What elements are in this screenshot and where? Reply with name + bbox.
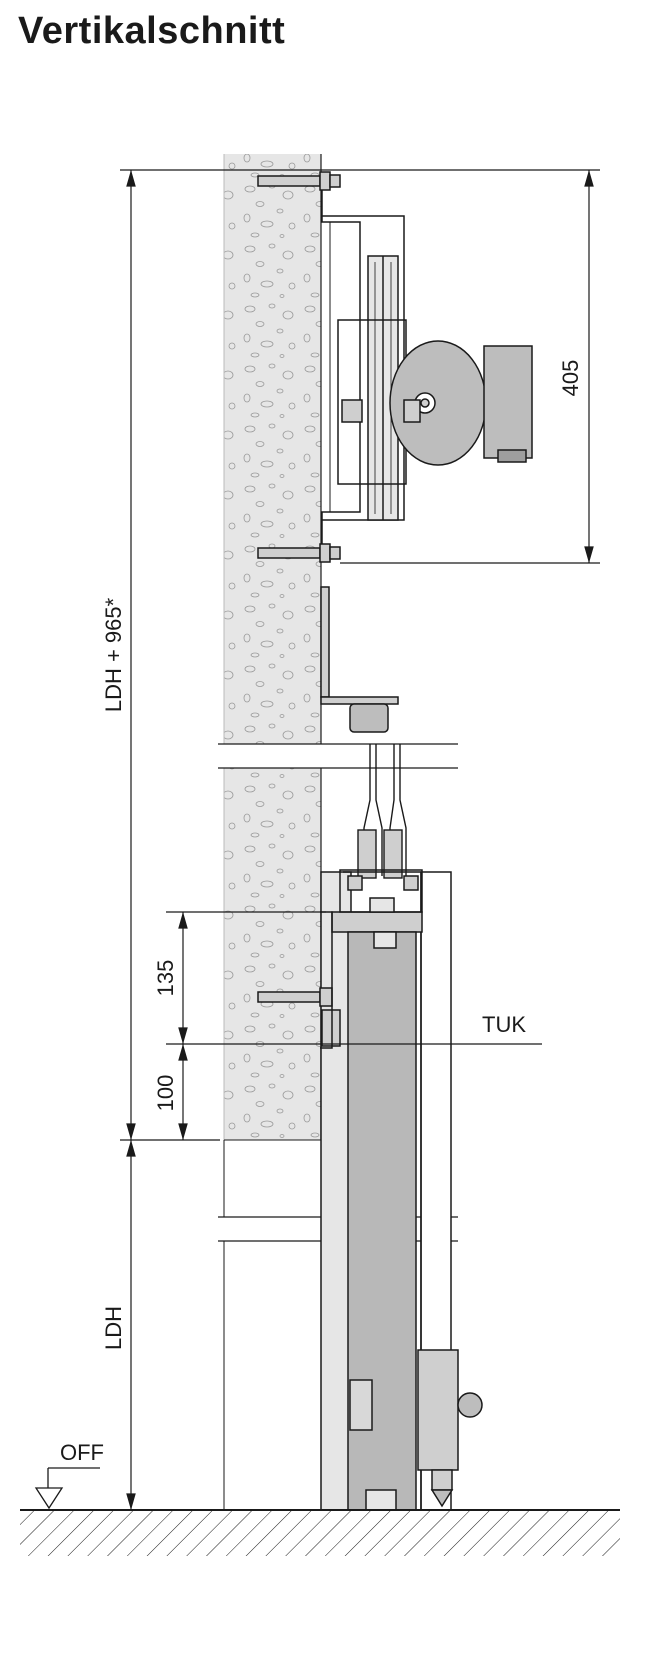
motor-console — [257, 171, 533, 733]
lifting-cables — [357, 744, 407, 879]
dimension-100: 100 — [153, 1075, 178, 1112]
dimension-135: 135 — [153, 960, 178, 997]
dimension-lines — [120, 169, 600, 1511]
off-level-marker — [34, 1467, 100, 1510]
dimension-motor-height: 405 — [558, 360, 583, 397]
label-tuk: TUK — [482, 1012, 526, 1037]
door-leaf — [347, 931, 417, 1511]
lower-safety-unit — [417, 1349, 483, 1508]
floor — [20, 1509, 620, 1556]
page-title: Vertikalschnitt — [18, 10, 286, 52]
dimension-ldh: LDH — [101, 1306, 126, 1350]
label-off: OFF — [60, 1440, 104, 1465]
dimension-total-height: LDH + 965* — [101, 597, 126, 712]
